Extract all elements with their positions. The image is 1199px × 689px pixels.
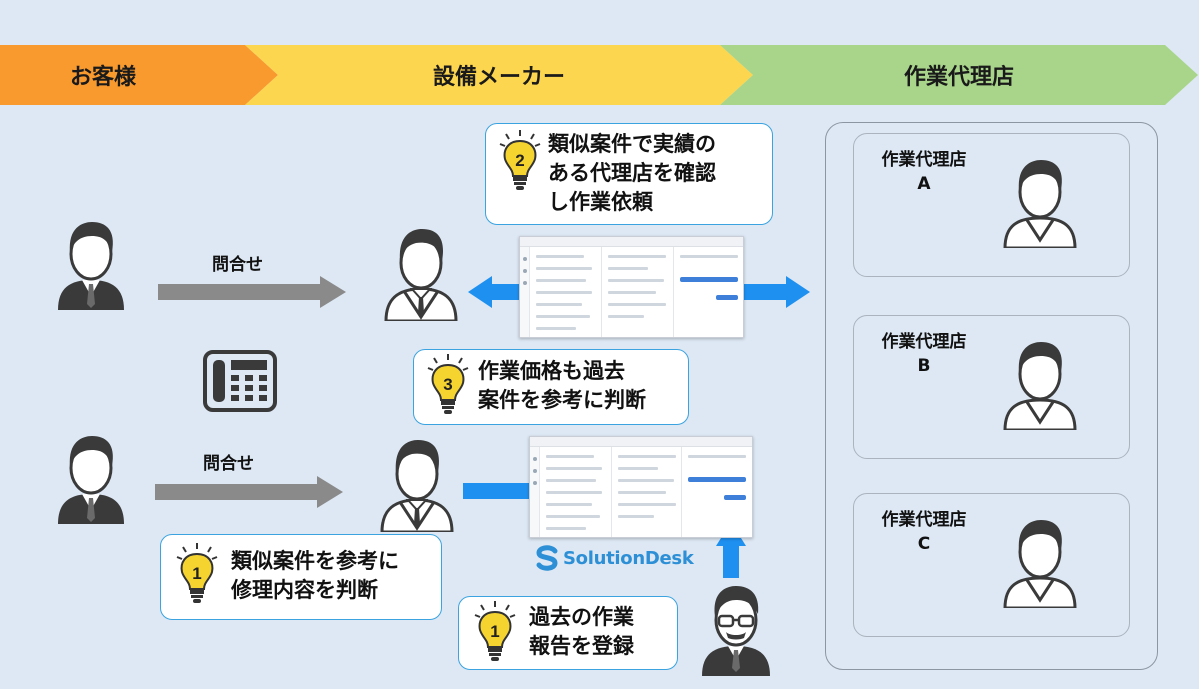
system-screenshot-top — [519, 236, 744, 338]
agency-id: A — [917, 174, 931, 194]
callout-step1-left: 1 類似案件を参考に 修理内容を判断 — [160, 534, 442, 620]
inquiry-arrow-top — [158, 276, 346, 308]
maker-staff-bottom-icon — [380, 440, 454, 532]
agency-card-b: 作業代理店 B — [853, 315, 1130, 459]
agency-id: C — [917, 534, 931, 554]
callout-step2: 2 類似案件で実績の ある代理店を確認 し作業依頼 — [485, 123, 773, 225]
engineer-icon — [702, 586, 770, 676]
header-agency-label: 作業代理店 — [903, 65, 1014, 90]
callout-step1-left-text: 類似案件を参考に 修理内容を判断 — [231, 547, 399, 605]
inquiry-label-bottom: 問合せ — [203, 454, 254, 474]
agency-name: 作業代理店 — [881, 332, 967, 352]
lightbulb-icon: 1 — [176, 543, 218, 603]
agency-person-icon — [1003, 520, 1077, 608]
lightbulb-icon: 3 — [427, 354, 469, 414]
lightbulb-icon: 1 — [474, 601, 516, 661]
header-agency: 作業代理店 — [720, 45, 1198, 105]
solutiondesk-logo-text: SolutionDesk — [563, 547, 694, 569]
step-number: 2 — [515, 151, 524, 170]
agency-person-icon — [1003, 342, 1077, 430]
header-maker: 設備メーカー — [245, 45, 753, 105]
callout-step2-text: 類似案件で実績の ある代理店を確認 し作業依頼 — [548, 130, 716, 217]
system-screenshot-bottom — [529, 436, 753, 538]
agency-card-c: 作業代理店 C — [853, 493, 1130, 637]
agency-label-b: 作業代理店 B — [864, 330, 984, 378]
step-number: 3 — [443, 375, 452, 394]
callout-step2-line1: 類似案件で実績の — [548, 132, 716, 156]
callout-step1-left-line2: 修理内容を判断 — [231, 578, 378, 602]
inquiry-label-top: 問合せ — [212, 255, 263, 275]
callout-step1-right: 1 過去の作業 報告を登録 — [458, 596, 678, 670]
callout-step3-line1: 作業価格も過去 — [478, 359, 625, 383]
callout-step1-right-line2: 報告を登録 — [529, 634, 634, 658]
agency-panel: 作業代理店 A 作業代理店 B 作業代理店 C — [825, 122, 1158, 670]
agency-label-a: 作業代理店 A — [864, 148, 984, 196]
blue-arrow-right — [744, 276, 810, 308]
callout-step1-right-text: 過去の作業 報告を登録 — [529, 603, 634, 661]
callout-step3: 3 作業価格も過去 案件を参考に判断 — [413, 349, 689, 425]
header-maker-label: 設備メーカー — [432, 65, 565, 90]
telephone-icon — [203, 350, 277, 412]
agency-label-c: 作業代理店 C — [864, 508, 984, 556]
solutiondesk-logo: SolutionDesk — [535, 543, 715, 573]
agency-name: 作業代理店 — [881, 510, 967, 530]
solutiondesk-logo-icon — [536, 545, 558, 571]
callout-step2-line2: ある代理店を確認 — [548, 161, 716, 185]
callout-step3-line2: 案件を参考に判断 — [478, 388, 646, 412]
lightbulb-icon: 2 — [499, 130, 541, 190]
blue-arrow-left — [468, 276, 524, 308]
agency-id: B — [917, 356, 931, 376]
agency-card-a: 作業代理店 A — [853, 133, 1130, 277]
step-number: 1 — [192, 564, 201, 583]
step-number: 1 — [490, 622, 499, 641]
callout-step1-left-line1: 類似案件を参考に — [231, 549, 399, 573]
inquiry-arrow-bottom — [155, 476, 343, 508]
maker-staff-top-icon — [384, 229, 458, 321]
callout-step2-line3: し作業依頼 — [548, 190, 653, 214]
agency-person-icon — [1003, 160, 1077, 248]
customer-top-icon — [58, 222, 124, 310]
header-customer: お客様 — [0, 45, 278, 105]
customer-bottom-icon — [58, 436, 124, 524]
header-customer-label: お客様 — [70, 65, 137, 90]
agency-name: 作業代理店 — [881, 150, 967, 170]
callout-step3-text: 作業価格も過去 案件を参考に判断 — [478, 357, 646, 415]
callout-step1-right-line1: 過去の作業 — [529, 605, 634, 629]
